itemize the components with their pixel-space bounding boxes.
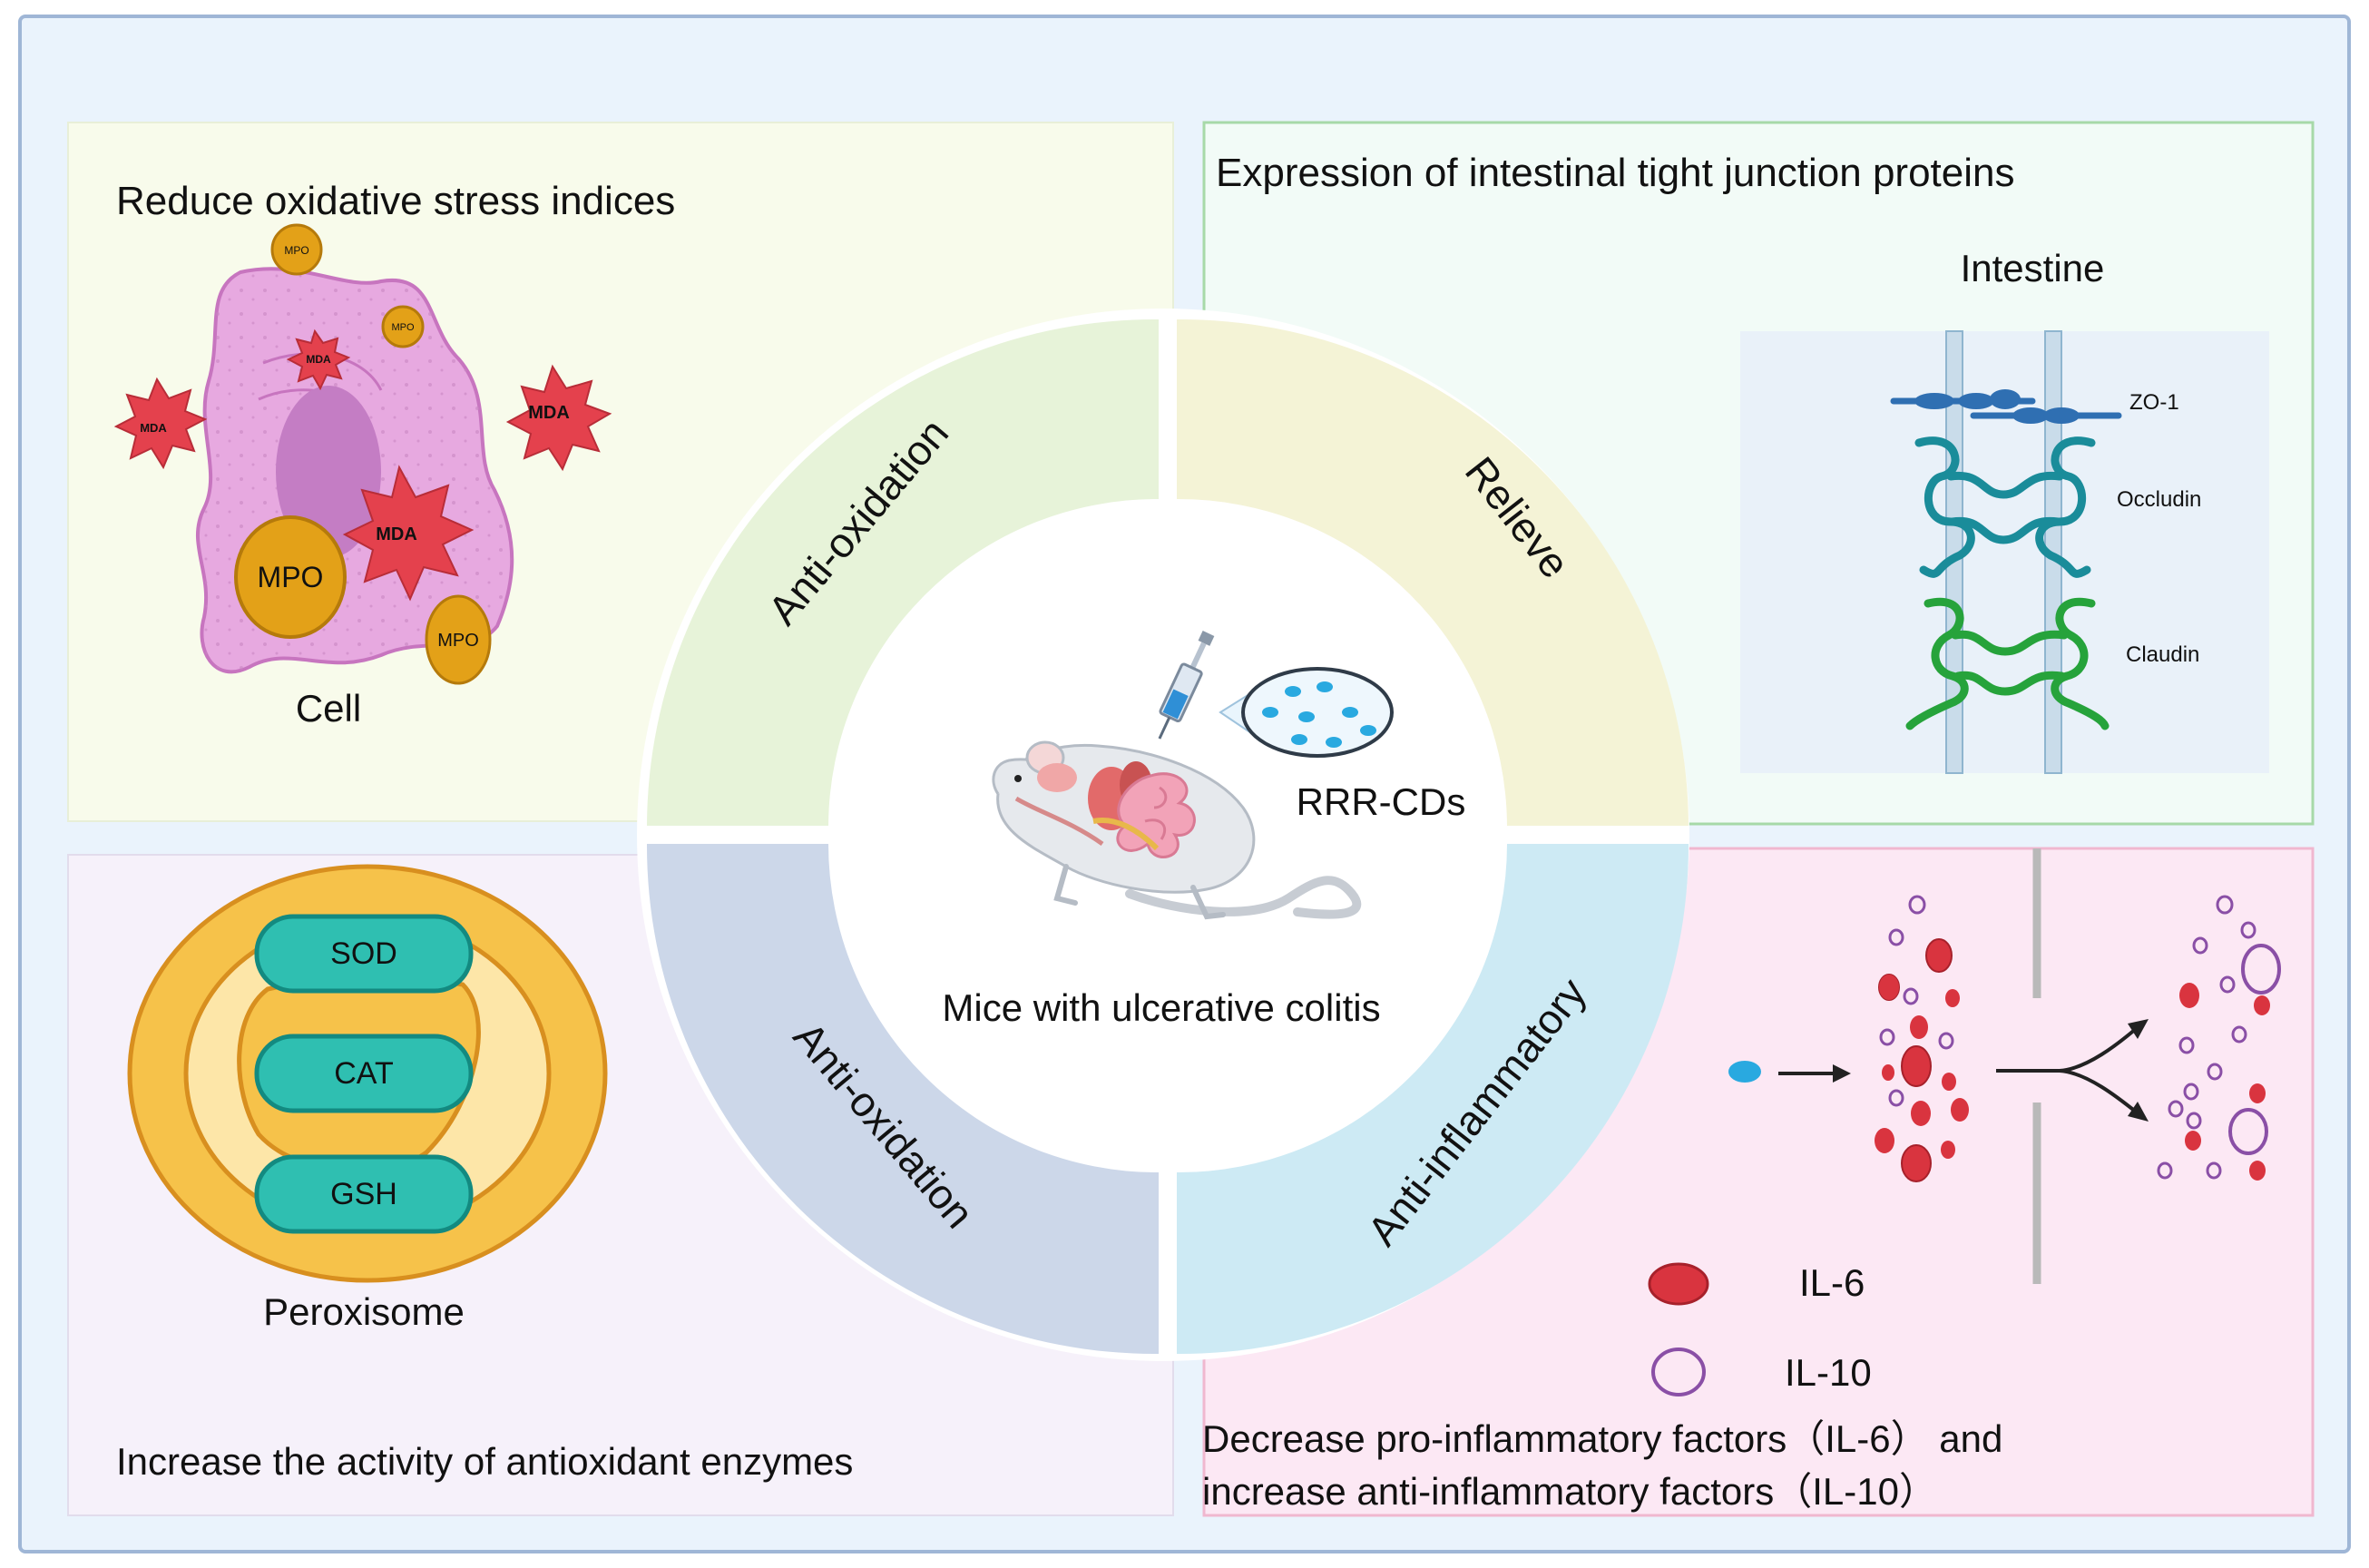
occludin-protein — [1914, 436, 2096, 578]
occludin-label: Occludin — [2117, 487, 2201, 512]
svg-text:MDA: MDA — [140, 421, 167, 435]
svg-text:CAT: CAT — [334, 1056, 393, 1091]
sector-top-left — [647, 318, 1159, 827]
mda-star: MDA — [505, 364, 612, 472]
fork-arrow — [1996, 1026, 2139, 1114]
claudin-label: Claudin — [2126, 642, 2199, 667]
gsh-enzyme: GSH — [254, 1154, 474, 1234]
cytokine-cluster-before — [1875, 895, 1969, 1182]
svg-text:MDA: MDA — [528, 403, 570, 423]
zo-1-label: ZO-1 — [2129, 390, 2179, 415]
mda-star: MDA — [342, 465, 475, 602]
mpo-granule: MPO — [381, 305, 425, 348]
mpo-granule-large: MPO — [234, 515, 347, 639]
arrow-to-cytokines — [1778, 1064, 1851, 1083]
syringe-icon — [1158, 631, 1215, 740]
svg-text:MPO: MPO — [284, 244, 308, 257]
antioxidant-enzymes-title: Increase the activity of antioxidant enz… — [116, 1440, 853, 1483]
mda-star: MDA — [113, 377, 208, 470]
svg-text:MPO: MPO — [437, 631, 479, 651]
il10-legend-swatch — [1651, 1348, 1706, 1396]
cell-label: Cell — [296, 687, 361, 730]
svg-text:MPO: MPO — [258, 561, 324, 593]
model-label: Mice with ulcerative colitis — [942, 986, 1380, 1029]
rrr-cds-particle — [1728, 1061, 1761, 1083]
il10-legend-label: IL-10 — [1785, 1351, 1872, 1394]
zo-1-protein — [1890, 389, 2122, 424]
claudin-protein — [1905, 597, 2110, 730]
sector-bottom-left — [646, 844, 1159, 1355]
mda-star: MDA — [286, 328, 351, 391]
svg-text:GSH: GSH — [330, 1177, 397, 1211]
fork-arrow-head-down — [2128, 1102, 2149, 1122]
sod-enzyme: SOD — [254, 914, 474, 994]
cat-enzyme: CAT — [254, 1034, 474, 1113]
peroxisome-label: Peroxisome — [263, 1290, 465, 1333]
il6-legend-swatch — [1648, 1262, 1709, 1306]
rrr-cds-bubble — [1219, 667, 1394, 758]
intestine-label: Intestine — [1961, 247, 2105, 289]
tight-junction-title: Expression of intestinal tight junction … — [1216, 151, 2015, 195]
mpo-granule: MPO — [425, 594, 492, 685]
oxidative-stress-title: Reduce oxidative stress indices — [116, 179, 675, 223]
svg-text:SOD: SOD — [330, 936, 397, 971]
sector-bottom-right — [1177, 844, 1689, 1355]
il6-legend-label: IL-6 — [1799, 1261, 1865, 1304]
cell-nucleus — [276, 386, 381, 558]
cytokine-caption-line1: Decrease pro-inflammatory factors（IL-6） … — [1202, 1417, 2002, 1460]
mpo-granule: MPO — [270, 223, 323, 276]
mouse-illustration — [992, 740, 1362, 920]
sector-top-right — [1177, 318, 1689, 826]
rrr-cds-label: RRR-CDs — [1297, 780, 1466, 823]
cytokine-cluster-after — [2157, 895, 2281, 1181]
cytokine-caption-line2: increase anti-inflammatory factors（IL-10… — [1202, 1470, 1937, 1513]
svg-text:MPO: MPO — [391, 322, 415, 333]
fork-arrow-head-up — [2128, 1019, 2149, 1039]
svg-text:MDA: MDA — [376, 524, 417, 544]
svg-text:MDA: MDA — [306, 353, 331, 366]
